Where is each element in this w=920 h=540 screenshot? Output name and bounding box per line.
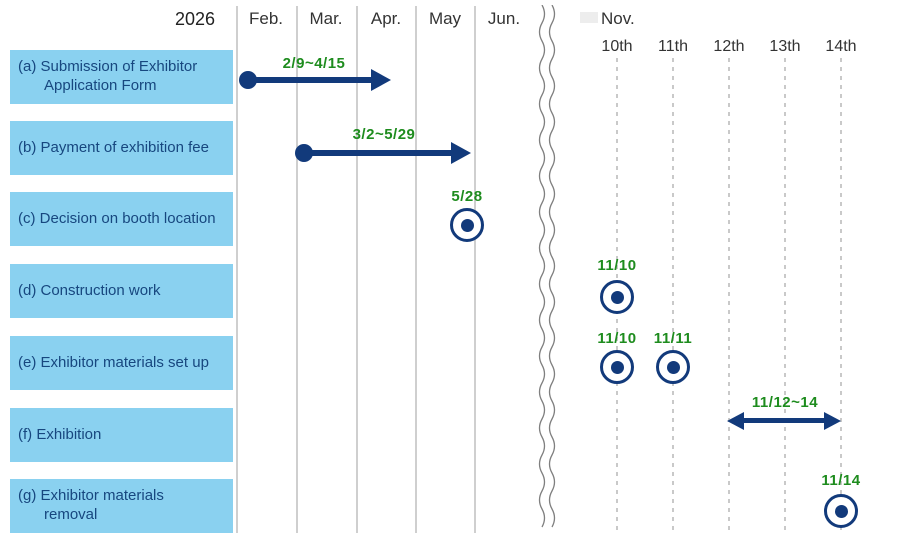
date-label-e2: 11/11 (653, 330, 693, 347)
task-box-b: (b) Payment of exhibition fee (10, 121, 233, 175)
range-arrow-shaft-b (304, 150, 453, 156)
day-gridline (672, 58, 674, 533)
month-gridline (474, 6, 476, 533)
day-gridline (728, 58, 730, 533)
day-label-14th: 14th (825, 38, 857, 55)
arrowhead-icon (451, 142, 471, 164)
task-label-e: (e) Exhibitor materials set up (18, 353, 209, 371)
date-label-g: 11/14 (821, 472, 861, 489)
month-label-nov: Nov. (601, 9, 635, 28)
month-gridline (356, 6, 358, 533)
arrowhead-left-icon (727, 412, 744, 430)
day-gridline (784, 58, 786, 533)
milestone-circle-icon-c (450, 208, 484, 242)
task-box-d: (d) Construction work (10, 264, 233, 318)
task-label-a: (a) Submission of Exhibitor Application … (18, 58, 198, 94)
task-box-c: (c) Decision on booth location (10, 192, 233, 246)
date-label-b: 3/2~5/29 (352, 126, 416, 143)
month-gridline (296, 6, 298, 533)
month-label-apr: Apr. (370, 9, 402, 28)
day-label-12th: 12th (713, 38, 745, 55)
day-label-10th: 10th (601, 38, 633, 55)
month-label-jun: Jun. (487, 9, 521, 28)
day-gridline (840, 58, 842, 533)
month-label-feb: Feb. (248, 9, 284, 28)
date-label-f: 11/12~14 (751, 394, 819, 411)
task-label-d: (d) Construction work (18, 281, 161, 299)
milestone-circle-icon-e1 (600, 350, 634, 384)
date-label-c: 5/28 (451, 188, 483, 205)
task-label-f: (f) Exhibition (18, 425, 102, 443)
range-arrow-shaft-f (742, 418, 826, 423)
nov-highlight-swatch (580, 12, 598, 23)
task-box-a: (a) Submission of Exhibitor Application … (10, 50, 233, 104)
day-label-11th: 11th (658, 38, 688, 55)
date-label-e1: 11/10 (597, 330, 637, 347)
month-label-may: May (428, 9, 462, 28)
arrowhead-icon (371, 69, 391, 91)
task-box-g: (g) Exhibitor materials removal (10, 479, 233, 533)
milestone-circle-icon-e2 (656, 350, 690, 384)
task-box-e: (e) Exhibitor materials set up (10, 336, 233, 390)
milestone-circle-icon-d (600, 280, 634, 314)
task-box-f: (f) Exhibition (10, 408, 233, 462)
date-label-d: 11/10 (597, 257, 637, 274)
timeline-break-wavy-lines (538, 5, 556, 528)
task-label-c: (c) Decision on booth location (18, 209, 216, 227)
task-label-b: (b) Payment of exhibition fee (18, 138, 209, 156)
task-label-g: (g) Exhibitor materials removal (18, 487, 164, 523)
day-label-13th: 13th (769, 38, 801, 55)
year-label: 2026 (174, 9, 216, 29)
month-gridline (415, 6, 417, 533)
month-label-mar: Mar. (309, 9, 343, 28)
month-gridline (236, 6, 238, 533)
date-label-a: 2/9~4/15 (282, 55, 346, 72)
arrowhead-icon (824, 412, 841, 430)
range-arrow-shaft-a (248, 77, 373, 83)
milestone-circle-icon-g (824, 494, 858, 528)
